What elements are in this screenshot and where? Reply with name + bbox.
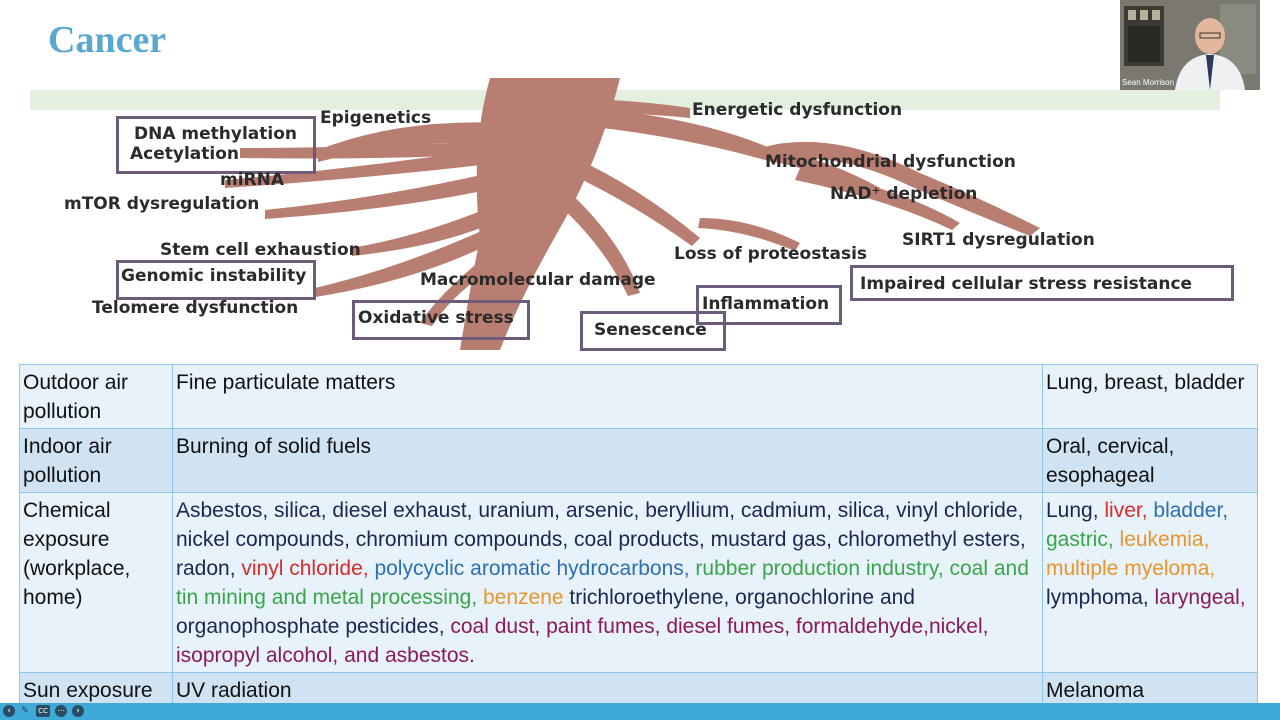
label-nad: NAD⁺ depletion (830, 184, 978, 204)
factor-cell: Outdoor air pollution (19, 364, 173, 429)
agent-segment: polycyclic aromatic hydrocarbons, (374, 557, 696, 580)
agent-segment: benzene (483, 586, 570, 609)
agent-segment: vinyl chloride, (241, 557, 375, 580)
box-inflammation (696, 285, 842, 325)
cc-icon[interactable]: CC (36, 705, 50, 717)
label-mitochondrial: Mitochondrial dysfunction (765, 152, 1016, 172)
forward-icon[interactable]: › (72, 705, 84, 717)
label-mirna: miRNA (220, 170, 285, 190)
carcinogen-table: Outdoor air pollution Fine particulate m… (19, 364, 1258, 708)
label-inflammation: Inflammation (702, 294, 830, 314)
agents-cell: Asbestos, silica, diesel exhaust, uraniu… (172, 492, 1043, 673)
agent-segment: rubber production industry, coal and tin… (176, 557, 1029, 609)
table-row: Outdoor air pollution Fine particulate m… (19, 364, 1258, 429)
presenter-video[interactable]: Sean Morrison (1120, 0, 1260, 90)
box-oxidative (352, 300, 530, 340)
label-oxidative: Oxidative stress (358, 308, 514, 328)
presenter-image (1120, 0, 1260, 90)
agent-segment: Asbestos, silica, diesel exhaust, uraniu… (176, 499, 1026, 580)
cancers-cell: Oral, cervical, esophageal (1042, 428, 1258, 493)
agents-cell: Burning of solid fuels (172, 428, 1043, 493)
table-row: Indoor air pollution Burning of solid fu… (19, 428, 1258, 493)
cancer-segment: lymphoma, (1046, 586, 1155, 609)
cancer-segment: laryngeal, (1154, 586, 1246, 609)
cancer-segment: Lung, (1046, 499, 1105, 522)
factor-cell: Sun exposure (19, 672, 173, 708)
slide-title: Cancer (48, 19, 167, 61)
player-control-bar (0, 703, 1280, 720)
label-impaired: Impaired cellular stress resistance (860, 274, 1193, 294)
agents-cell: UV radiation (172, 672, 1043, 708)
label-acetylation: Acetylation (130, 144, 240, 164)
label-mtor: mTOR dysregulation (64, 194, 260, 214)
aging-hallmarks-diagram: Epigenetics DNA methylation Acetylation … (0, 78, 1280, 351)
cancer-segment: bladder, (1153, 499, 1229, 522)
presenter-name: Sean Morrison (1122, 78, 1175, 87)
cancer-segment: gastric, (1046, 528, 1120, 551)
cancers-cell: Lung, breast, bladder (1042, 364, 1258, 429)
ground-strip (30, 90, 1220, 110)
cancer-segment: multiple myeloma, (1046, 557, 1216, 580)
pen-icon[interactable]: ✎ (21, 706, 29, 716)
label-stem-cell: Stem cell exhaustion (160, 240, 361, 260)
root-shape (225, 78, 1040, 350)
label-dna-methylation: DNA methylation (134, 124, 298, 144)
box-senescence (580, 311, 726, 351)
factor-cell: Chemical exposure (workplace, home) (19, 492, 173, 673)
cancer-segment: liver, (1104, 499, 1154, 522)
factor-cell: Indoor air pollution (19, 428, 173, 493)
more-icon[interactable]: ⋯ (55, 705, 67, 717)
root-diagram-graphic (30, 78, 1220, 350)
label-telomere: Telomere dysfunction (92, 298, 299, 318)
table-row: Sun exposure UV radiation Melanoma (19, 672, 1258, 708)
label-proteostasis: Loss of proteostasis (674, 244, 868, 264)
cancers-cell: Lung, liver, bladder, gastric, leukemia,… (1042, 492, 1258, 673)
agent-segment: trichloroethylene, organochlorine and or… (176, 586, 915, 638)
label-genomic: Genomic instability (121, 266, 307, 286)
label-epigenetics: Epigenetics (320, 108, 432, 128)
back-icon[interactable]: ‹ (3, 705, 15, 717)
label-energetic: Energetic dysfunction (692, 100, 903, 120)
label-senescence: Senescence (594, 320, 707, 340)
agents-cell: Fine particulate matters (172, 364, 1043, 429)
agent-segment: coal dust, paint fumes, diesel fumes, fo… (176, 615, 989, 667)
cancer-segment: leukemia, (1119, 528, 1210, 551)
box-genomic (116, 260, 316, 300)
label-sirt1: SIRT1 dysregulation (902, 230, 1095, 250)
label-macromolecular: Macromolecular damage (420, 270, 656, 290)
table-row: Chemical exposure (workplace, home) Asbe… (19, 492, 1258, 673)
box-impaired (850, 265, 1234, 301)
box-dna-methylation (116, 116, 316, 174)
